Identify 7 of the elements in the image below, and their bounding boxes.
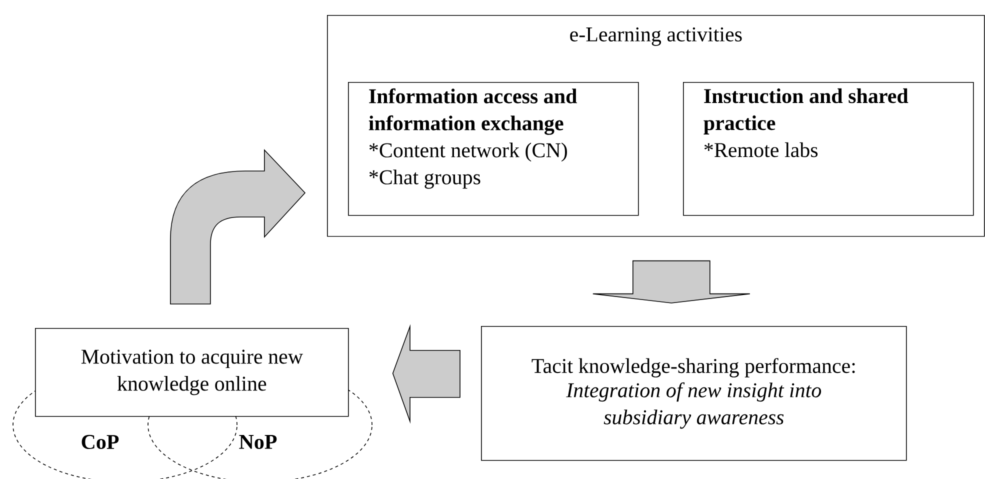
block-arrow	[592, 260, 750, 304]
process-box: Tacit knowledge-sharing performance: Integration of new insight into subsidiary awareness	[481, 326, 907, 461]
activity-box: Instruction and shared practice *Remote labs	[683, 82, 974, 216]
block-arrow	[392, 324, 460, 424]
process-box: Motivation to acquire new knowledge online	[35, 328, 349, 417]
activity-box: Information access and information exchange *Content network (CN) *Chat groups	[348, 82, 639, 216]
block-arrow	[170, 150, 306, 304]
